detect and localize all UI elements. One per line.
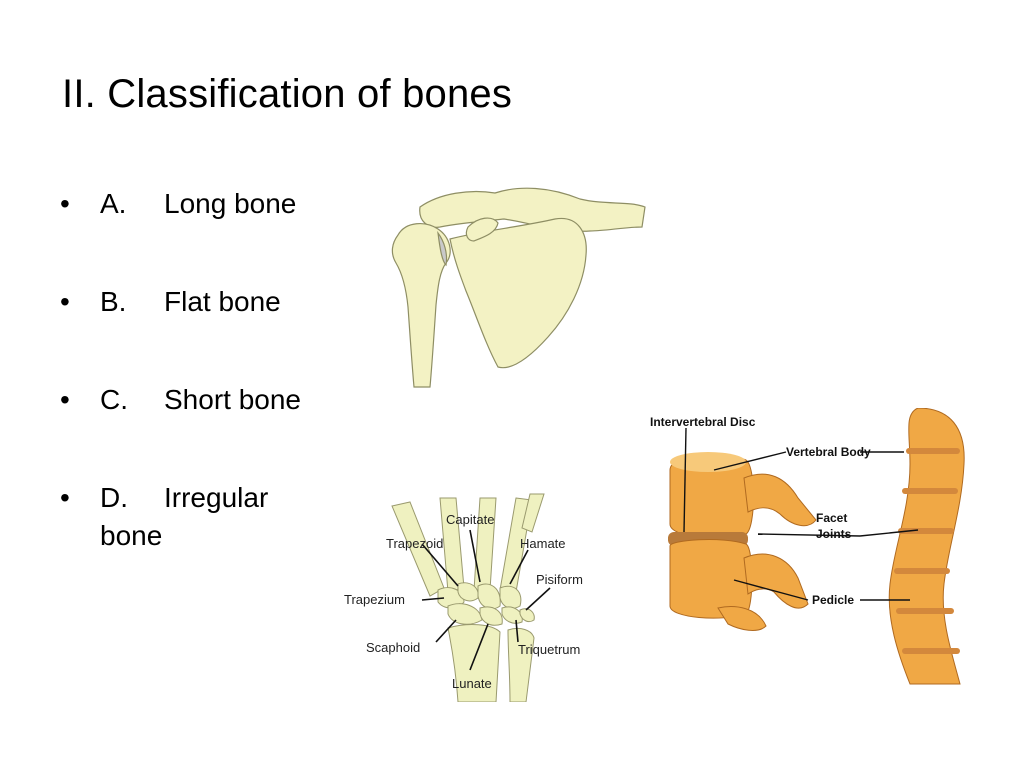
vertebral-body-lower xyxy=(669,539,753,619)
scapula-illustration xyxy=(391,187,646,388)
bullet-letter: D. xyxy=(100,482,128,513)
bullet-dot: • xyxy=(60,188,70,219)
label-pisiform: Pisiform xyxy=(536,572,583,587)
glenoid-shape xyxy=(437,230,448,267)
label-capitate: Capitate xyxy=(446,512,494,527)
bullet-dot: • xyxy=(60,384,70,415)
carpal-lunate xyxy=(479,606,503,626)
wrist-bones xyxy=(391,493,545,702)
vertebra-bones xyxy=(668,408,965,685)
label-trapezoid: Trapezoid xyxy=(386,536,443,551)
bullet-item-short-bone: • C. Short bone xyxy=(60,381,340,419)
vertebral-body-top xyxy=(670,452,746,472)
wrist-illustration: Capitate Trapezoid Hamate Pisiform Trape… xyxy=(344,493,583,702)
wrist-labels: Capitate Trapezoid Hamate Pisiform Trape… xyxy=(344,512,583,691)
spinal-column-shape xyxy=(888,408,965,685)
wrist-pointers xyxy=(421,529,551,671)
label-trapezium: Trapezium xyxy=(344,592,405,607)
bullet-item-irregular-bone: • D. Irregular bone xyxy=(60,479,340,555)
spine-labels: Intervertebral Disc Vertebral Body Facet… xyxy=(650,415,871,607)
bullet-text: Long bone xyxy=(164,188,297,219)
vertebra-processes-lower xyxy=(743,553,809,609)
label-hamate: Hamate xyxy=(520,536,566,551)
humerus-shape xyxy=(391,223,451,388)
label-facet: Facet xyxy=(816,511,847,525)
slide-title: II. Classification of bones xyxy=(62,72,513,116)
label-triquetrum: Triquetrum xyxy=(518,642,580,657)
metacarpal-5 xyxy=(521,493,545,533)
bullet-letter: B. xyxy=(100,286,127,317)
label-pedicle: Pedicle xyxy=(812,593,854,607)
spine-illustration: Intervertebral Disc Vertebral Body Facet… xyxy=(650,408,965,685)
ulna-shape xyxy=(507,627,535,702)
bullet-dot: • xyxy=(60,286,70,317)
bullet-dot: • xyxy=(60,482,70,513)
coracoid-shape xyxy=(465,217,499,242)
radius-shape xyxy=(447,624,501,702)
scapula-shape xyxy=(449,217,587,369)
bullet-letter: A. xyxy=(100,188,127,219)
vertebra-tail xyxy=(717,606,767,631)
carpal-scaphoid xyxy=(447,603,483,625)
bullet-item-flat-bone: • B. Flat bone xyxy=(60,283,340,321)
carpal-hamate xyxy=(499,585,522,609)
label-vertebral-body: Vertebral Body xyxy=(786,445,871,459)
bullet-text: Short bone xyxy=(164,384,301,415)
label-lunate: Lunate xyxy=(452,676,492,691)
bullet-list: • A. Long bone • B. Flat bone • C. Short… xyxy=(60,185,340,555)
vertebra-processes-upper xyxy=(743,473,817,527)
scapula-bone xyxy=(391,187,646,388)
bullet-text: Irregular bone xyxy=(100,482,269,551)
bullet-letter: C. xyxy=(100,384,128,415)
spinal-column-discs xyxy=(894,448,960,654)
spine-pointers xyxy=(683,427,919,601)
carpal-trapezium xyxy=(437,587,465,609)
bullet-item-long-bone: • A. Long bone xyxy=(60,185,340,223)
carpal-triquetrum xyxy=(501,606,523,624)
label-scaphoid: Scaphoid xyxy=(366,640,420,655)
bullet-text: Flat bone xyxy=(164,286,281,317)
label-joints: Joints xyxy=(816,527,852,541)
carpal-capitate xyxy=(477,583,501,610)
label-intervertebral-disc: Intervertebral Disc xyxy=(650,415,756,429)
